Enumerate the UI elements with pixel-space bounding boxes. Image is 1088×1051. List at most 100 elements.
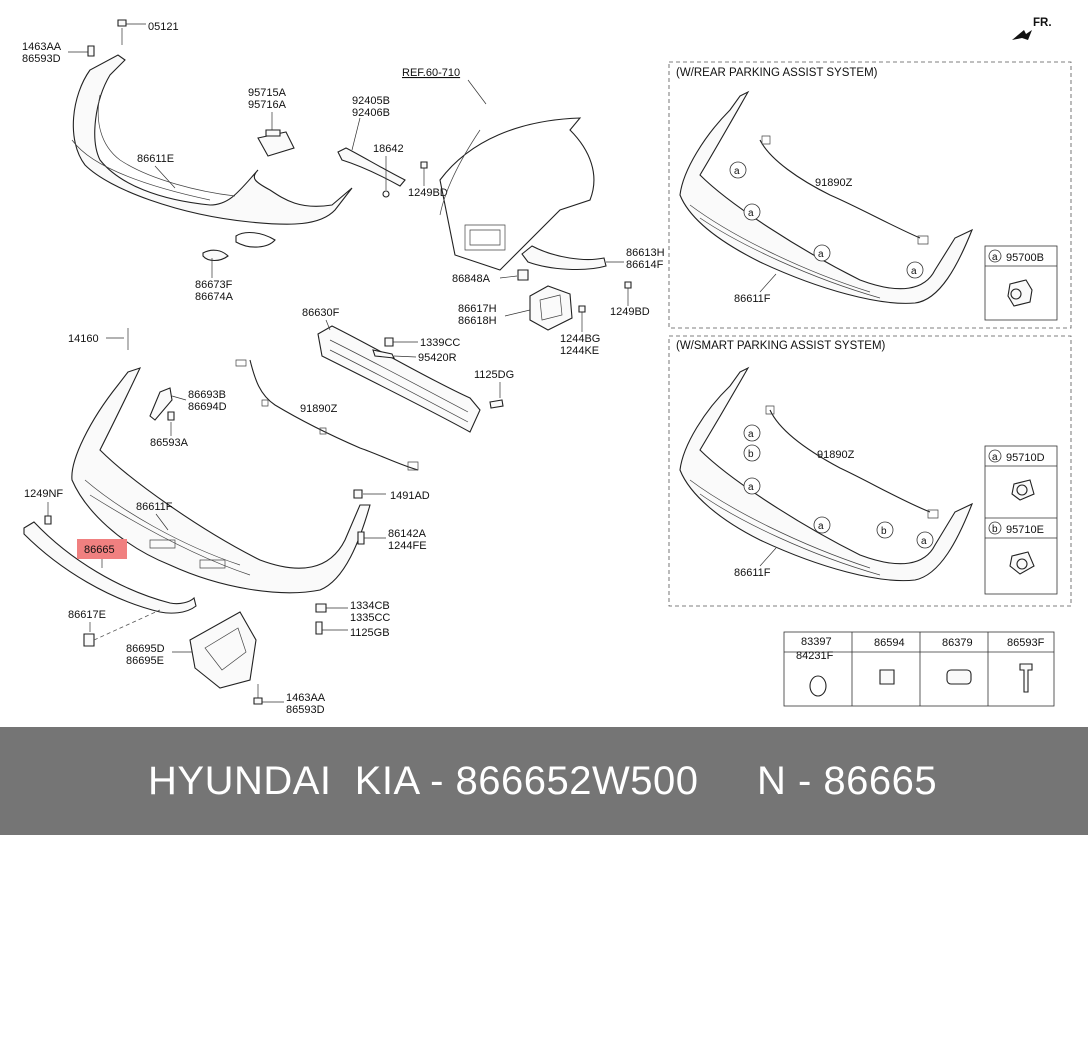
label-91890Z: 91890Z: [300, 403, 338, 415]
smart-callout-a-3: a: [818, 521, 824, 532]
rear-label-86611F: 86611F: [734, 293, 771, 305]
sensor-bracket: [257, 129, 295, 157]
smart-label-91890Z: 91890Z: [817, 449, 855, 461]
screw-icon: [1019, 663, 1033, 693]
label-86695D: 86695D: [126, 643, 165, 655]
lower-garnish-86665: [23, 521, 197, 614]
side-bracket: [521, 245, 607, 270]
bolt-1125GB: [315, 621, 323, 635]
parking-sensor-icon: [1007, 279, 1033, 307]
lower-bracket: [189, 611, 257, 689]
label-95420R: 95420R: [418, 352, 457, 364]
rear-legend-a: a: [992, 252, 998, 263]
label-18642: 18642: [373, 143, 404, 155]
ultrasonic-sensor-icon-b: [1009, 551, 1035, 575]
label-86618H: 86618H: [458, 315, 497, 327]
label-86142A: 86142A: [388, 528, 427, 540]
smart-callout-a-2: a: [748, 482, 754, 493]
label-1244FE: 1244FE: [388, 540, 427, 552]
label-86665: 86665: [84, 544, 115, 556]
label-92405B: 92405B: [352, 95, 390, 107]
smart-legend-95710D: 95710D: [1006, 452, 1045, 464]
rear-callout-a-4: a: [911, 266, 917, 277]
small-part-83397: 83397: [801, 636, 832, 648]
ultrasonic-sensor-icon-a: [1011, 479, 1035, 501]
clip-86848A: [517, 269, 529, 281]
bumper-cover-upper: [71, 54, 353, 262]
label-1335CC: 1335CC: [350, 612, 390, 624]
label-86593D-top: 86593D: [22, 53, 61, 65]
label-1339CC: 1339CC: [420, 337, 460, 349]
panel-rear-parking: [668, 61, 1072, 329]
smart-legend-b: b: [992, 524, 998, 535]
smart-label-86611F: 86611F: [734, 567, 771, 579]
smart-panel-bumper: [679, 366, 974, 582]
label-86848A: 86848A: [452, 273, 491, 285]
label-1491AD: 1491AD: [390, 490, 430, 502]
rear-callout-a-3: a: [818, 249, 824, 260]
label-86694D: 86694D: [188, 401, 227, 413]
bracket-95420R: [372, 349, 395, 359]
clip-1491AD: [353, 489, 363, 499]
pad-icon: [946, 669, 972, 685]
panel-smart-title: (W/SMART PARKING ASSIST SYSTEM): [676, 340, 886, 352]
label-1125GB: 1125GB: [350, 627, 390, 639]
small-part-86594: 86594: [874, 637, 905, 649]
label-86593A: 86593A: [150, 437, 189, 449]
label-86613H: 86613H: [626, 247, 665, 259]
bumper-cover-main: [71, 367, 371, 594]
front-direction-arrow: FR.: [1012, 17, 1052, 40]
footer-brand-part-number: HYUNDAI KIA - 866652W500: [148, 759, 699, 803]
label-86674A: 86674A: [195, 291, 234, 303]
label-92406B: 92406B: [352, 107, 390, 119]
small-parts-table: [783, 631, 1055, 707]
parts-diagram: FR. 05121 1463AA 86593D 86611E 86673F 86…: [22, 17, 1072, 716]
small-part-84231F: 84231F: [796, 650, 834, 662]
label-86593D-bot: 86593D: [286, 704, 325, 716]
label-86695E: 86695E: [126, 655, 164, 667]
label-86617E: 86617E: [68, 609, 106, 621]
label-05121: 05121: [148, 21, 179, 33]
side-retainer: [149, 387, 173, 421]
label-86693B: 86693B: [188, 389, 226, 401]
label-1244BG: 1244BG: [560, 333, 600, 345]
bolt-86142A: [357, 531, 365, 545]
smart-callout-b-1: b: [748, 449, 754, 460]
clip-icon: [879, 669, 895, 685]
label-1463AA-top: 1463AA: [22, 41, 62, 53]
reference-label: REF.60-710: [402, 67, 460, 79]
small-part-86379: 86379: [942, 637, 973, 649]
label-95716A: 95716A: [248, 99, 287, 111]
label-14160: 14160: [68, 333, 99, 345]
label-86630F: 86630F: [302, 307, 340, 319]
lower-side-bracket: [529, 285, 573, 331]
plug-icon: [809, 675, 827, 697]
reflector-bracket: [337, 147, 406, 187]
smart-legend-a: a: [992, 452, 998, 463]
smart-legend-95710E: 95710E: [1006, 524, 1044, 536]
small-part-86593F: 86593F: [1007, 637, 1045, 649]
bumper-reinforcement: [317, 325, 481, 433]
rear-panel-bumper: [679, 90, 974, 304]
wiring-harness: [235, 359, 419, 471]
clip-1334CB: [315, 603, 327, 613]
label-1334CB: 1334CB: [350, 600, 390, 612]
label-1249BD-a: 1249BD: [408, 187, 448, 199]
label-1125DG: 1125DG: [474, 369, 514, 381]
front-label: FR.: [1033, 17, 1052, 29]
body-reference-panel: [439, 117, 595, 271]
smart-callout-a-4: a: [921, 536, 927, 547]
label-86617H: 86617H: [458, 303, 497, 315]
label-1463AA-bot: 1463AA: [286, 692, 326, 704]
label-95715A: 95715A: [248, 87, 287, 99]
rear-callout-a-1: a: [734, 166, 740, 177]
label-86673F: 86673F: [195, 279, 233, 291]
rear-callout-a-2: a: [748, 208, 754, 219]
rear-legend-95700B: 95700B: [1006, 252, 1044, 264]
smart-callout-b-2: b: [881, 526, 887, 537]
label-1249BD-b: 1249BD: [610, 306, 650, 318]
smart-callout-a-1: a: [748, 429, 754, 440]
label-86611E: 86611E: [137, 153, 174, 165]
rear-label-91890Z: 91890Z: [815, 177, 853, 189]
label-86611F: 86611F: [136, 501, 173, 513]
